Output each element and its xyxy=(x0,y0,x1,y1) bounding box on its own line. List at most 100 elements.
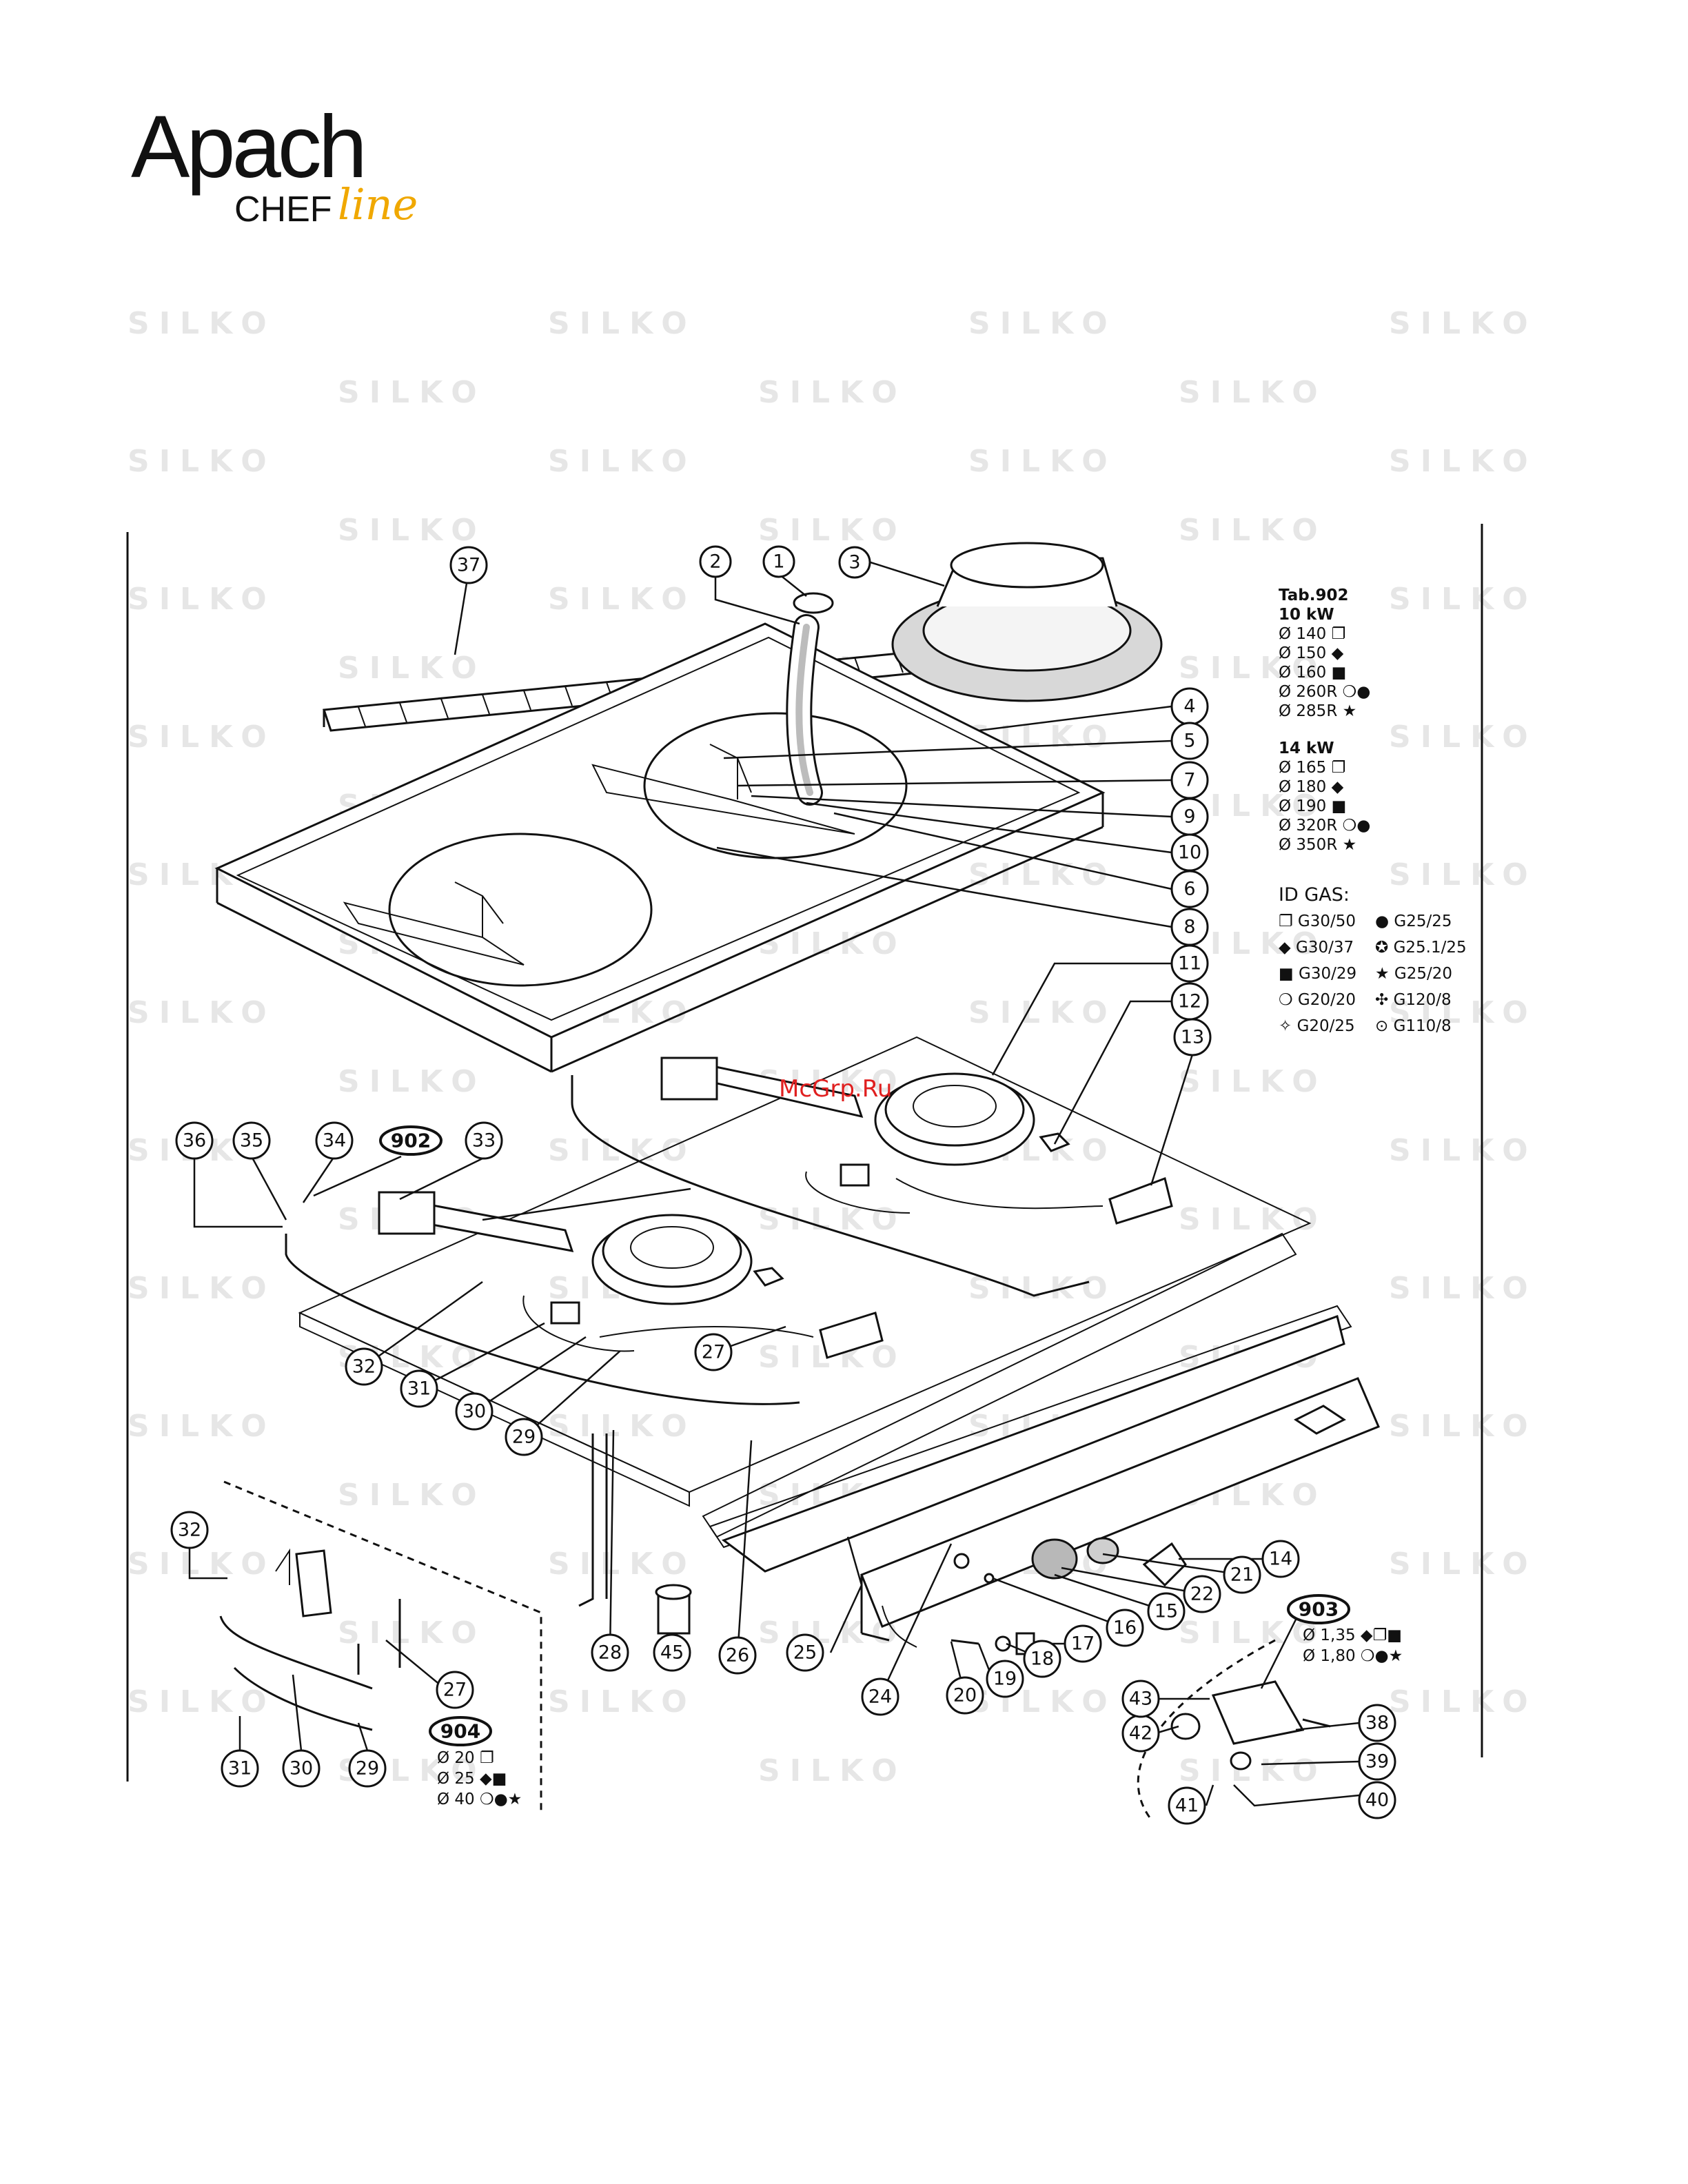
svg-text:1: 1 xyxy=(773,551,784,573)
tab903-values: Ø 1,35 ◆❐■ Ø 1,80 ❍●★ xyxy=(1303,1625,1403,1666)
tab902-group2-item: Ø 350R ★ xyxy=(1279,836,1357,854)
part-gas-pipes xyxy=(285,1075,1104,1607)
svg-text:19: 19 xyxy=(993,1668,1017,1690)
callout-inset-29: 29 xyxy=(348,1749,387,1788)
callout-903: 903 xyxy=(1287,1594,1350,1624)
svg-text:39: 39 xyxy=(1365,1751,1389,1773)
callout-5: 5 xyxy=(1170,722,1209,760)
tab902-group1-title: 10 kW xyxy=(1279,606,1334,624)
svg-text:16: 16 xyxy=(1113,1617,1137,1639)
part-clamp xyxy=(793,592,834,614)
part-valve-left xyxy=(550,1301,884,1359)
svg-text:30: 30 xyxy=(289,1758,313,1779)
callout-902: 902 xyxy=(379,1125,443,1156)
svg-text:25: 25 xyxy=(793,1642,817,1664)
callout-31: 31 xyxy=(400,1369,438,1408)
svg-text:32: 32 xyxy=(178,1520,201,1541)
tab902-group1-item: Ø 150 ◆ xyxy=(1279,644,1344,662)
id-gas-row: ❍ G20/20✣ G120/8 xyxy=(1279,987,1506,1013)
callout-24: 24 xyxy=(861,1677,899,1716)
callout-6: 6 xyxy=(1170,870,1209,908)
id-gas-cell: ❐ G30/50 xyxy=(1279,912,1356,930)
part-burner-left xyxy=(378,1191,753,1305)
id-gas-cell: ◆ G30/37 xyxy=(1279,939,1354,957)
svg-text:32: 32 xyxy=(352,1356,376,1378)
svg-text:10: 10 xyxy=(1178,842,1201,864)
svg-text:13: 13 xyxy=(1181,1027,1204,1048)
svg-text:29: 29 xyxy=(356,1758,379,1779)
svg-text:6: 6 xyxy=(1183,879,1195,900)
callout-inset-27: 27 xyxy=(436,1671,474,1709)
id-gas-cell: ✧ G20/25 xyxy=(1279,1017,1355,1035)
callout-4: 4 xyxy=(1170,687,1209,726)
svg-text:33: 33 xyxy=(472,1130,496,1152)
callout-34: 34 xyxy=(315,1121,354,1160)
tab903-item: Ø 1,35 ◆❐■ xyxy=(1303,1626,1402,1644)
callout-10: 10 xyxy=(1170,833,1209,872)
svg-text:20: 20 xyxy=(953,1685,977,1706)
callout-37: 37 xyxy=(449,546,488,584)
callout-39: 39 xyxy=(1358,1742,1396,1781)
callout-904: 904 xyxy=(429,1716,492,1746)
svg-text:28: 28 xyxy=(598,1642,622,1664)
callout-18: 18 xyxy=(1023,1640,1061,1678)
brand-logo: Apach CHEF line xyxy=(131,103,434,241)
tab902-table: Tab.902 10 kW Ø 140 ❐ Ø 150 ◆ Ø 160 ■ Ø … xyxy=(1279,586,1506,855)
id-gas-row: ✧ G20/25 ⊙ G110/8 xyxy=(1279,1013,1506,1039)
tab904-item: Ø 25 ◆■ xyxy=(437,1770,507,1788)
callout-inset-30: 30 xyxy=(282,1749,321,1788)
id-gas-cell: ■ G30/29 xyxy=(1279,965,1357,983)
callout-43: 43 xyxy=(1121,1680,1160,1718)
callout-21: 21 xyxy=(1223,1555,1261,1594)
callout-8: 8 xyxy=(1170,908,1209,946)
logo-line-text: line xyxy=(338,179,418,229)
tab904-item: Ø 40 ❍●★ xyxy=(437,1790,522,1808)
svg-text:31: 31 xyxy=(228,1758,252,1779)
id-gas-cell: ⊙ G110/8 xyxy=(1375,1017,1452,1035)
svg-text:3: 3 xyxy=(848,552,860,573)
svg-text:5: 5 xyxy=(1183,731,1195,752)
svg-text:8: 8 xyxy=(1183,917,1195,938)
tab902-title: Tab.902 xyxy=(1279,586,1349,604)
svg-text:17: 17 xyxy=(1071,1633,1095,1655)
svg-text:21: 21 xyxy=(1230,1564,1254,1586)
svg-text:35: 35 xyxy=(240,1130,263,1152)
part-top-tray xyxy=(214,622,1106,1073)
svg-text:31: 31 xyxy=(407,1378,431,1400)
svg-text:9: 9 xyxy=(1183,806,1195,828)
leader-lines xyxy=(188,561,1360,1807)
logo-main-text: Apach xyxy=(131,98,367,196)
callout-20: 20 xyxy=(946,1676,984,1715)
tab904-item: Ø 20 ❐ xyxy=(437,1749,494,1767)
callout-36: 36 xyxy=(175,1121,214,1160)
callout-41: 41 xyxy=(1168,1786,1206,1825)
svg-text:11: 11 xyxy=(1178,953,1201,974)
callout-13: 13 xyxy=(1173,1018,1212,1057)
callout-inset-31: 31 xyxy=(221,1749,259,1788)
part-lower-chassis xyxy=(298,1036,1380,1642)
part-foot xyxy=(655,1584,692,1635)
part-nut-left xyxy=(753,1267,784,1287)
tab903-item: Ø 1,80 ❍●★ xyxy=(1303,1647,1403,1665)
svg-text:903: 903 xyxy=(1299,1598,1339,1621)
callout-11: 11 xyxy=(1170,944,1209,983)
svg-text:14: 14 xyxy=(1269,1549,1292,1570)
callout-25: 25 xyxy=(786,1633,824,1672)
svg-text:12: 12 xyxy=(1178,991,1201,1012)
svg-text:42: 42 xyxy=(1129,1723,1152,1744)
svg-text:7: 7 xyxy=(1183,770,1195,791)
svg-text:29: 29 xyxy=(512,1427,536,1448)
tab902-group2-title: 14 kW xyxy=(1279,739,1334,757)
callout-27: 27 xyxy=(694,1333,733,1371)
tab902-group2-item: Ø 190 ■ xyxy=(1279,797,1347,815)
logo-chef-text: CHEF xyxy=(234,190,332,229)
svg-text:4: 4 xyxy=(1183,696,1195,717)
callout-group: 1 2 3 4 5 6 7 8 9 10 11 12 13 14 15 16 1… xyxy=(170,545,1396,1825)
id-gas-row: ❐ G30/50● G25/25 xyxy=(1279,908,1506,935)
callout-12: 12 xyxy=(1170,982,1209,1021)
part-wok-ring xyxy=(891,542,1163,702)
tab902-group1-item: Ø 140 ❐ xyxy=(1279,625,1346,643)
tab902-group2-item: Ø 180 ◆ xyxy=(1279,778,1344,796)
callout-9: 9 xyxy=(1170,797,1209,836)
